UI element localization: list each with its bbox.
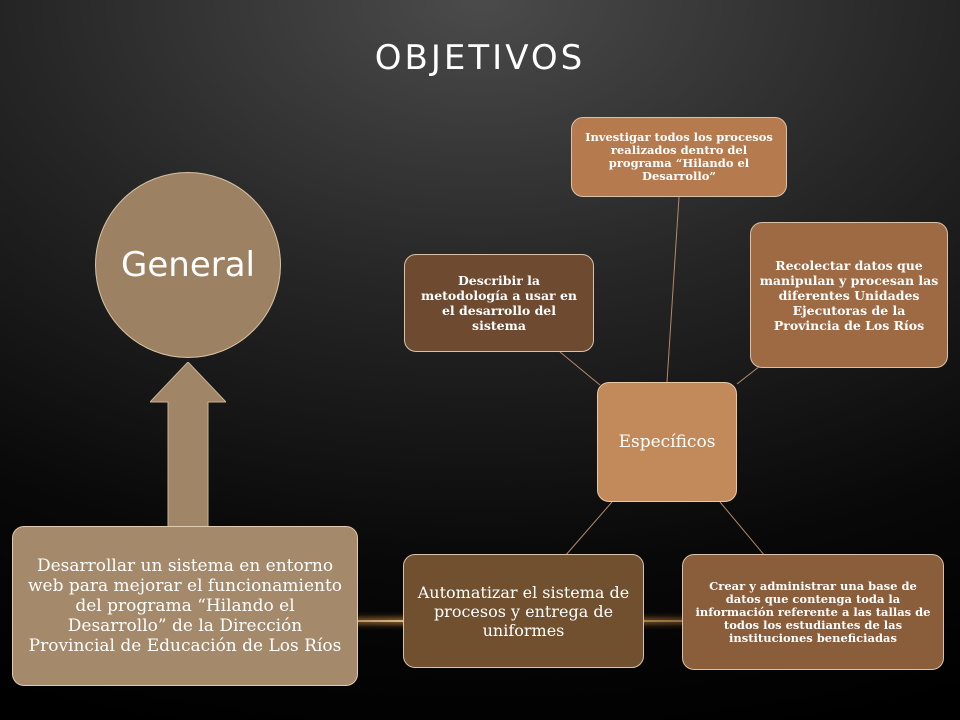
- specific-objectives-box: Específicos: [597, 382, 737, 502]
- connector-crear: [719, 501, 766, 557]
- objective-investigar-text: Investigar todos los procesos realizados…: [585, 130, 773, 183]
- objective-crear-box: Crear y administrar una base de datos qu…: [682, 554, 944, 670]
- objective-describir-text: Describir la metodología a usar en el de…: [420, 273, 578, 333]
- connector-recolectar: [736, 365, 761, 385]
- objective-recolectar-box: Recolectar datos que manipulan y procesa…: [750, 222, 948, 368]
- connector-describir: [559, 351, 601, 386]
- objective-automatizar-box: Automatizar el sistema de procesos y ent…: [403, 554, 644, 668]
- objective-investigar-box: Investigar todos los procesos realizados…: [571, 117, 787, 197]
- objective-describir-box: Describir la metodología a usar en el de…: [404, 254, 594, 352]
- up-arrow-icon: [150, 362, 226, 532]
- objective-crear-text: Crear y administrar una base de datos qu…: [695, 578, 931, 645]
- general-label: General: [121, 245, 255, 285]
- connector-investigar: [666, 196, 680, 383]
- specific-objectives-label: Específicos: [618, 432, 716, 452]
- slide-title: OBJETIVOS: [374, 38, 586, 78]
- general-circle: General: [95, 172, 281, 358]
- general-objective-text: Desarrollar un sistema en entorno web pa…: [27, 556, 343, 656]
- connector-automatizar: [564, 501, 613, 557]
- objective-automatizar-text: Automatizar el sistema de procesos y ent…: [417, 582, 630, 640]
- general-objective-box: Desarrollar un sistema en entorno web pa…: [12, 526, 358, 686]
- objective-recolectar-text: Recolectar datos que manipulan y procesa…: [759, 257, 939, 333]
